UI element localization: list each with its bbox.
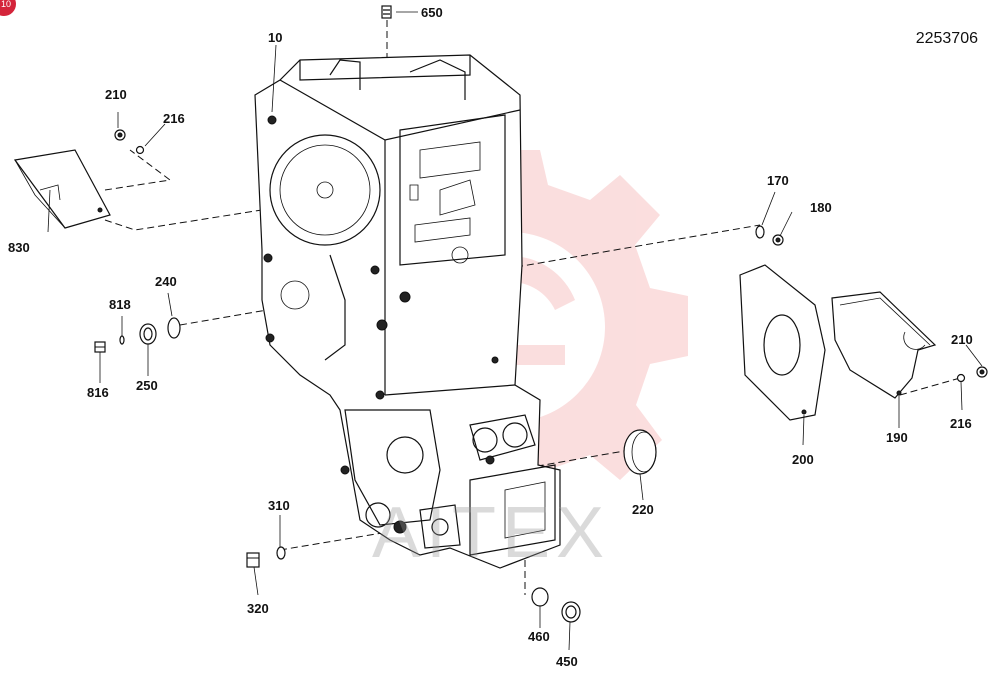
part-816-plug (94, 341, 106, 353)
part-310-oring (276, 546, 286, 560)
callout-830: 830 (8, 240, 30, 255)
part-220-cap (623, 429, 657, 475)
part-216-washer-right (956, 373, 966, 383)
callout-210-right: 210 (951, 332, 973, 347)
label-leaders (47, 11, 983, 651)
part-830-shield (13, 149, 111, 229)
callout-320: 320 (247, 601, 269, 616)
document-number: 2253706 (915, 30, 978, 47)
part-240-oring (167, 317, 181, 339)
watermark-text: AITEX (372, 493, 611, 573)
callout-190: 190 (886, 430, 908, 445)
callout-460: 460 (528, 629, 550, 644)
part-320-plug (246, 552, 260, 568)
transmission-housing (254, 54, 561, 569)
callout-650: 650 (421, 5, 443, 20)
page-badge: 10 (0, 0, 16, 16)
part-200-gasket (739, 264, 826, 421)
callout-818: 818 (109, 297, 131, 312)
callout-180: 180 (810, 200, 832, 215)
part-190-cover (831, 291, 937, 399)
callout-450: 450 (556, 654, 578, 669)
callout-216-right: 216 (950, 416, 972, 431)
callout-210-left: 210 (105, 87, 127, 102)
part-818-seal (119, 335, 125, 345)
callout-216-left: 216 (163, 111, 185, 126)
part-216-washer-left (135, 145, 145, 155)
callout-220: 220 (632, 502, 654, 517)
part-250-plug (139, 323, 157, 345)
part-210-bolt-left (114, 129, 126, 141)
callout-240: 240 (155, 274, 177, 289)
part-210-bolt-right (976, 366, 988, 378)
part-650-screw (381, 5, 392, 19)
part-450-plug (561, 601, 581, 623)
callout-10: 10 (268, 30, 283, 45)
callout-816: 816 (87, 385, 109, 400)
part-460-cap (531, 587, 549, 607)
callout-170: 170 (767, 173, 789, 188)
part-180-plug (772, 234, 784, 246)
part-170-oring (755, 225, 765, 239)
callout-250: 250 (136, 378, 158, 393)
callout-310: 310 (268, 498, 290, 513)
callout-200: 200 (792, 452, 814, 467)
